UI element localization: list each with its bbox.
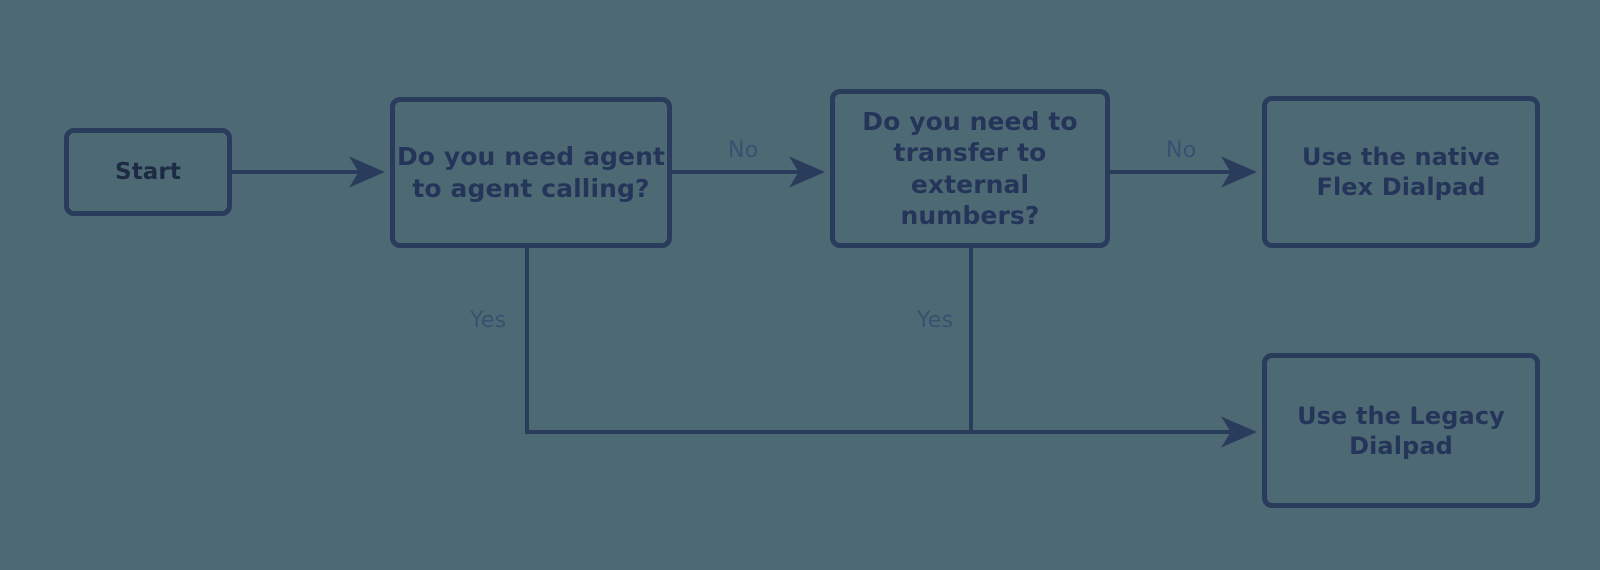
node-external-transfer-label: Do you need to transfer to external numb… — [862, 107, 1078, 230]
node-native-flex[interactable]: Use the native Flex Dialpad — [1262, 96, 1540, 248]
edge-label-external-yes: Yes — [917, 308, 954, 333]
edge-label-agent-yes: Yes — [470, 308, 507, 333]
node-start[interactable]: Start — [64, 128, 232, 216]
edge-label-external-no: No — [1166, 138, 1197, 163]
node-start-label: Start — [115, 158, 181, 185]
node-native-flex-label: Use the native Flex Dialpad — [1302, 143, 1500, 201]
node-legacy-label: Use the Legacy Dialpad — [1297, 401, 1505, 460]
node-legacy[interactable]: Use the Legacy Dialpad — [1262, 353, 1540, 508]
node-agent-to-agent-label: Do you need agent to agent calling? — [396, 142, 666, 203]
node-agent-to-agent[interactable]: Do you need agent to agent calling? — [390, 97, 672, 248]
edge-label-agent-no: No — [728, 138, 759, 163]
edge-agent-yes — [525, 248, 1257, 448]
node-external-transfer[interactable]: Do you need to transfer to external numb… — [830, 89, 1110, 248]
